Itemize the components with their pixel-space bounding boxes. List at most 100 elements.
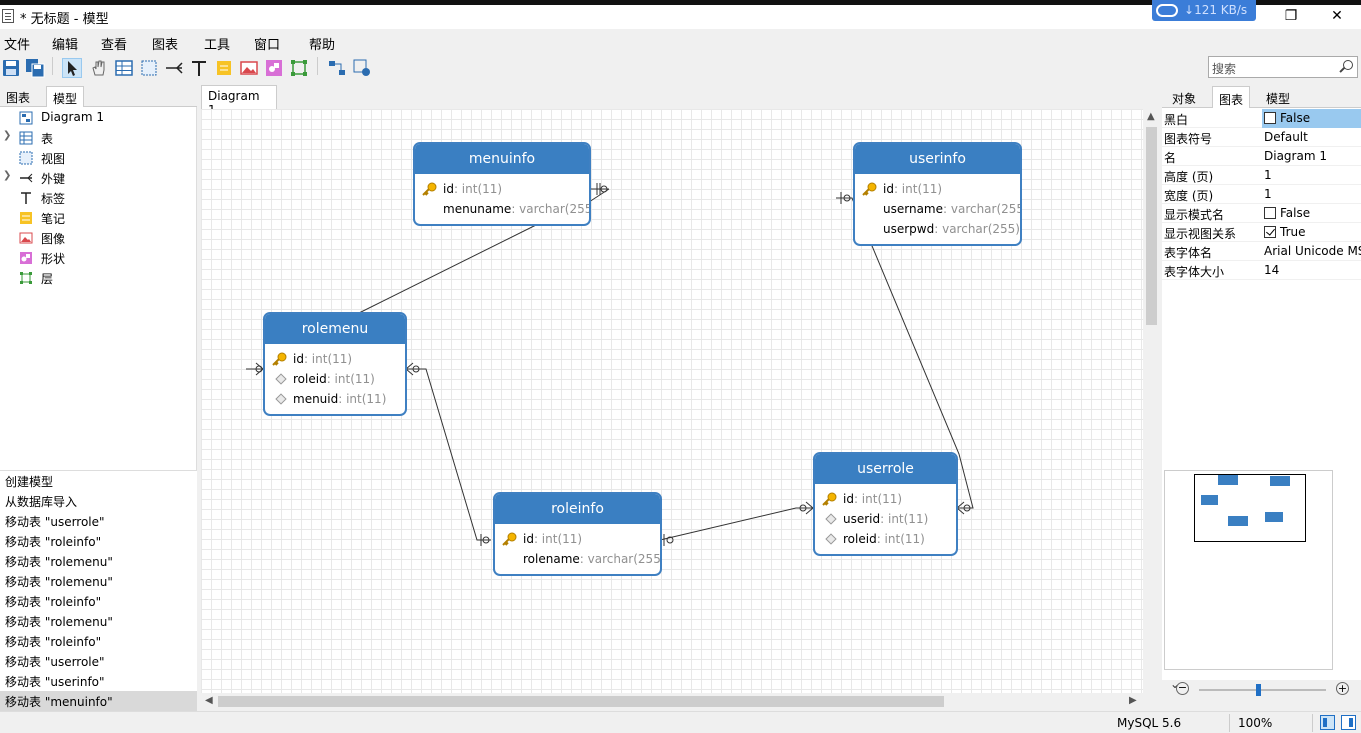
scroll-thumb[interactable]	[1146, 127, 1157, 325]
history-item[interactable]: 从数据库导入	[5, 495, 78, 509]
field-row[interactable]: username: varchar(255)	[855, 199, 1020, 219]
checkbox-checked[interactable]	[1264, 226, 1276, 238]
prop-show-view-relations[interactable]: 显示视图关系 True	[1162, 223, 1361, 242]
table-roleinfo[interactable]: roleinfo id: int(11) rolename: varchar(2…	[493, 492, 662, 576]
field-row[interactable]: roleid: int(11)	[815, 529, 956, 549]
prop-height[interactable]: 高度 (页) 1	[1162, 166, 1361, 185]
field-row[interactable]: userpwd: varchar(255)	[855, 219, 1020, 239]
diagram-canvas[interactable]: menuinfo id: int(11) menuname: varchar(2…	[201, 109, 1143, 693]
new-layer-icon[interactable]	[289, 58, 309, 78]
zoom-slider[interactable]	[1199, 689, 1326, 691]
history-item[interactable]: 移动表 "rolemenu"	[5, 555, 113, 569]
zoom-in-icon[interactable]: +	[1336, 682, 1349, 695]
prop-value[interactable]: Default	[1264, 130, 1308, 144]
scroll-right-icon[interactable]: ▶	[1129, 695, 1137, 706]
menu-file[interactable]: 文件	[4, 38, 31, 53]
field-row[interactable]: id: int(11)	[415, 179, 589, 199]
prop-table-font-size[interactable]: 表字体大小 14	[1162, 261, 1361, 280]
tab-model[interactable]: 模型	[1266, 92, 1291, 106]
close-button[interactable]: ✕	[1331, 8, 1343, 24]
menu-diagram[interactable]: 图表	[152, 38, 179, 53]
tab-diagram[interactable]: 图表	[1212, 86, 1251, 108]
auto-layout-icon[interactable]	[327, 58, 347, 78]
prop-notation[interactable]: 图表符号 Default	[1162, 128, 1361, 147]
tab-diagram[interactable]: 图表	[6, 91, 31, 105]
checkbox[interactable]	[1264, 112, 1276, 124]
new-note-icon[interactable]	[214, 58, 234, 78]
save-icon[interactable]	[1, 58, 21, 78]
field-row[interactable]: userid: int(11)	[815, 509, 956, 529]
tree-item-images[interactable]: 图像	[0, 228, 197, 248]
history-item[interactable]: 移动表 "userrole"	[5, 655, 105, 669]
prop-width[interactable]: 宽度 (页) 1	[1162, 185, 1361, 204]
scroll-thumb[interactable]	[218, 696, 944, 707]
field-row[interactable]: menuid: int(11)	[265, 389, 405, 409]
history-item[interactable]: 移动表 "userrole"	[5, 515, 105, 529]
prop-black-white[interactable]: 黑白 False	[1162, 109, 1361, 128]
search-icon[interactable]	[1343, 60, 1353, 70]
table-userrole[interactable]: userrole id: int(11) userid: int(11) rol…	[813, 452, 958, 556]
history-item-selected[interactable]: 移动表 "menuinfo"	[0, 691, 197, 711]
table-rolemenu[interactable]: rolemenu id: int(11) roleid: int(11) men…	[263, 312, 407, 416]
history-item[interactable]: 创建模型	[5, 475, 54, 489]
prop-value[interactable]: True	[1262, 223, 1361, 242]
pointer-tool[interactable]	[62, 58, 82, 78]
menu-window[interactable]: 窗口	[254, 38, 281, 53]
zoom-out-icon[interactable]: −	[1176, 681, 1189, 695]
tree-item-tables[interactable]: ❯ 表	[0, 128, 197, 148]
checkbox[interactable]	[1264, 207, 1276, 219]
menu-help[interactable]: 帮助	[309, 38, 336, 53]
history-item[interactable]: 移动表 "roleinfo"	[5, 635, 102, 649]
new-foreign-key-icon[interactable]	[164, 58, 184, 78]
new-image-icon[interactable]	[239, 58, 259, 78]
prop-value[interactable]: 1	[1264, 187, 1272, 201]
table-userinfo[interactable]: userinfo id: int(11) username: varchar(2…	[853, 142, 1022, 246]
save-as-icon[interactable]	[25, 58, 45, 78]
table-menuinfo[interactable]: menuinfo id: int(11) menuname: varchar(2…	[413, 142, 591, 226]
chevron-down-icon[interactable]: ⌄	[1170, 677, 1181, 691]
field-row[interactable]: id: int(11)	[265, 349, 405, 369]
history-item[interactable]: 移动表 "rolemenu"	[5, 575, 113, 589]
expand-arrow-icon[interactable]: ❯	[3, 130, 12, 141]
tree-item-layers[interactable]: 层	[0, 268, 197, 288]
horizontal-scrollbar[interactable]: ◀ ▶	[201, 693, 1143, 710]
scroll-up-icon[interactable]: ▲	[1147, 111, 1155, 122]
field-row[interactable]: id: int(11)	[815, 489, 956, 509]
menu-tools[interactable]: 工具	[204, 38, 231, 53]
tree-item-views[interactable]: 视图	[0, 148, 197, 168]
zoom-slider-thumb[interactable]	[1256, 684, 1261, 696]
hand-icon[interactable]	[89, 58, 109, 78]
prop-value[interactable]: False	[1262, 204, 1361, 223]
tree-item-foreign-keys[interactable]: ❯ 外键	[0, 168, 197, 188]
vertical-scrollbar[interactable]: ▲	[1143, 109, 1160, 693]
new-shape-icon[interactable]	[264, 58, 284, 78]
new-label-icon[interactable]	[189, 58, 209, 78]
tree-item-labels[interactable]: 标签	[0, 188, 197, 208]
history-item[interactable]: 移动表 "roleinfo"	[5, 595, 102, 609]
prop-value[interactable]: 1	[1264, 168, 1272, 182]
prop-value[interactable]: Diagram 1	[1264, 149, 1327, 163]
field-row[interactable]: menuname: varchar(255)	[415, 199, 589, 219]
tree-item-shapes[interactable]: 形状	[0, 248, 197, 268]
new-view-icon[interactable]	[139, 58, 159, 78]
menu-edit[interactable]: 编辑	[52, 38, 79, 53]
tab-object[interactable]: 对象	[1172, 92, 1197, 106]
search-input[interactable]: 搜索	[1208, 56, 1358, 78]
minimap-viewport[interactable]	[1194, 474, 1306, 542]
history-item[interactable]: 移动表 "rolemenu"	[5, 615, 113, 629]
prop-value[interactable]: False	[1262, 109, 1361, 128]
prop-show-schema[interactable]: 显示模式名 False	[1162, 204, 1361, 223]
layout-single-icon[interactable]	[1320, 715, 1335, 730]
scroll-left-icon[interactable]: ◀	[205, 695, 213, 706]
menu-view[interactable]: 查看	[101, 38, 128, 53]
field-row[interactable]: id: int(11)	[855, 179, 1020, 199]
tree-item-diagram[interactable]: Diagram 1	[0, 108, 197, 128]
prop-table-font[interactable]: 表字体名 Arial Unicode MS	[1162, 242, 1361, 261]
tab-diagram-1[interactable]: Diagram 1	[201, 85, 277, 117]
field-row[interactable]: roleid: int(11)	[265, 369, 405, 389]
field-row[interactable]: rolename: varchar(255)	[495, 549, 660, 569]
minimap[interactable]	[1164, 470, 1333, 670]
expand-arrow-icon[interactable]: ❯	[3, 170, 12, 181]
history-item[interactable]: 移动表 "roleinfo"	[5, 535, 102, 549]
layout-split-icon[interactable]	[1341, 715, 1356, 730]
